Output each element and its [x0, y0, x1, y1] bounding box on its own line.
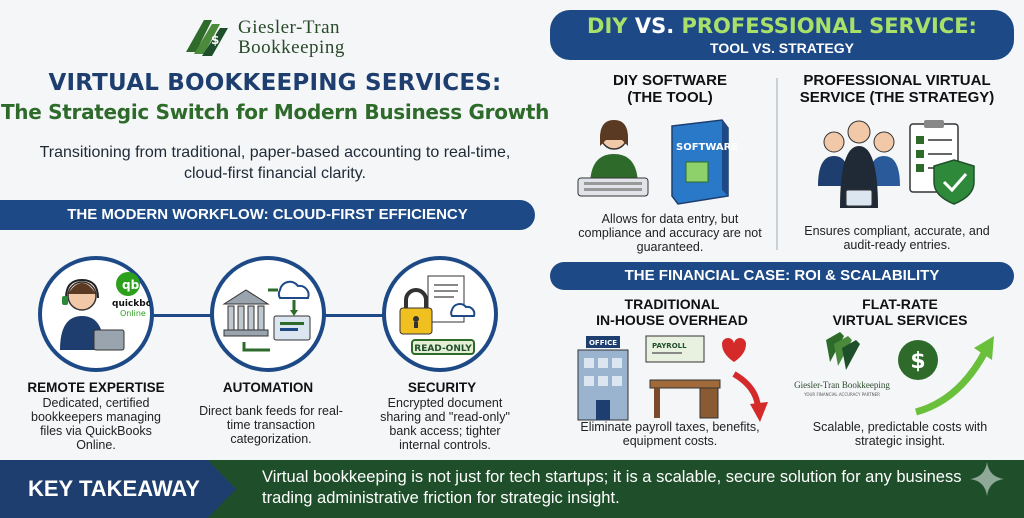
checklist-shield-icon [909, 120, 975, 205]
diy-column-heading: DIY SOFTWARE (THE TOOL) [613, 72, 727, 106]
diy-description: Allows for data entry, but compliance an… [578, 212, 762, 254]
banner-diy-word: DIY [587, 14, 628, 38]
team-icon [818, 120, 900, 208]
virtual-heading: FLAT-RATE VIRTUAL SERVICES [832, 296, 968, 328]
automation-text: Direct bank feeds for real-time transact… [199, 404, 343, 446]
takeaway-text: Virtual bookkeeping is not just for tech… [262, 468, 962, 507]
heart-benefits-icon [722, 338, 746, 362]
payroll-label-text: PAYROLL [652, 342, 687, 350]
intro-text: Transitioning from traditional, paper-ba… [39, 144, 511, 182]
traditional-overhead-illustration: OFFICE PAYROLL [577, 335, 768, 422]
traditional-description: Eliminate payroll taxes, benefits, equip… [580, 420, 760, 448]
takeaway-label: KEY TAKEAWAY [0, 460, 236, 518]
banner-pro-word: PROFESSIONAL SERVICE: [681, 14, 977, 38]
workflow-banner: THE MODERN WORKFLOW: CLOUD-FIRST EFFICIE… [0, 200, 535, 230]
page-subtitle: The Strategic Switch for Modern Business… [0, 100, 550, 124]
roi-banner: THE FINANCIAL CASE: ROI & SCALABILITY [550, 262, 1014, 290]
brand-name-line1: Giesler-Tran [238, 17, 341, 38]
small-brand-logo: Giesler-Tran Bookkeeping YOUR FINANCIAL … [794, 332, 890, 397]
column-divider [776, 78, 778, 250]
pro-description: Ensures compliant, accurate, and audit-r… [804, 224, 990, 252]
brand-name-line2: Bookkeeping [238, 37, 345, 58]
comparison-banner-subtitle: TOOL VS. STRATEGY [710, 40, 854, 56]
page-title: VIRTUAL BOOKKEEPING SERVICES: [48, 70, 502, 96]
remote-expertise-text: Dedicated, certified bookkeepers managin… [31, 396, 161, 452]
pro-column-heading: PROFESSIONAL VIRTUAL SERVICE (THE STRATE… [799, 72, 995, 106]
money-logo-icon: $ [186, 20, 228, 56]
svg-text:qb: qb [122, 278, 140, 292]
up-arrow-icon [915, 336, 994, 416]
automation-title: AUTOMATION [222, 380, 314, 395]
remote-expertise-circle: qb quickbooks Online [38, 256, 154, 372]
software-box-label: SOFTWARE [676, 142, 738, 153]
small-logo-name: Giesler-Tran Bookkeeping [794, 380, 890, 390]
desk-icon [649, 379, 721, 419]
sparkle-icon [970, 462, 1004, 496]
svg-text:$: $ [910, 349, 925, 374]
automation-circle [210, 256, 326, 372]
brand-logo: $ Giesler-Tran Bookkeeping [182, 12, 382, 64]
qb-logo-text-1: quickbooks [112, 299, 150, 309]
security-circle: READ-ONLY [382, 256, 498, 372]
comparison-banner: DIY VS. PROFESSIONAL SERVICE: TOOL VS. S… [550, 10, 1014, 60]
pro-service-illustration [818, 120, 975, 208]
readonly-tag-text: READ-ONLY [414, 344, 472, 354]
software-box-icon: SOFTWARE [671, 119, 738, 205]
woman-typing-icon [577, 120, 649, 197]
remote-expertise-title: REMOTE EXPERTISE [27, 380, 165, 395]
office-building-icon: OFFICE [577, 336, 629, 421]
security-text: Encrypted document sharing and "read-onl… [380, 396, 510, 452]
diy-software-illustration: SOFTWARE [577, 119, 738, 205]
bank-cloud-icon [222, 280, 311, 352]
flat-rate-illustration: Giesler-Tran Bookkeeping YOUR FINANCIAL … [794, 332, 994, 416]
office-sign-text: OFFICE [589, 339, 617, 347]
padlock-document-icon: READ-ONLY [399, 275, 476, 355]
svg-text:$: $ [211, 33, 219, 47]
security-title: SECURITY [407, 380, 477, 395]
payroll-check-icon: PAYROLL [645, 335, 705, 363]
small-logo-tagline: YOUR FINANCIAL ACCURACY PARTNER [803, 392, 880, 397]
virtual-description: Scalable, predictable costs with strateg… [812, 420, 988, 448]
traditional-heading: TRADITIONAL IN-HOUSE OVERHEAD [596, 296, 748, 328]
banner-vs-word: VS. [634, 14, 675, 38]
headset-bookkeeper-icon: qb quickbooks Online [60, 272, 150, 351]
qb-logo-text-2: Online [120, 309, 146, 318]
down-arrow-icon [732, 371, 768, 422]
dollar-coin-icon: $ [898, 340, 938, 380]
